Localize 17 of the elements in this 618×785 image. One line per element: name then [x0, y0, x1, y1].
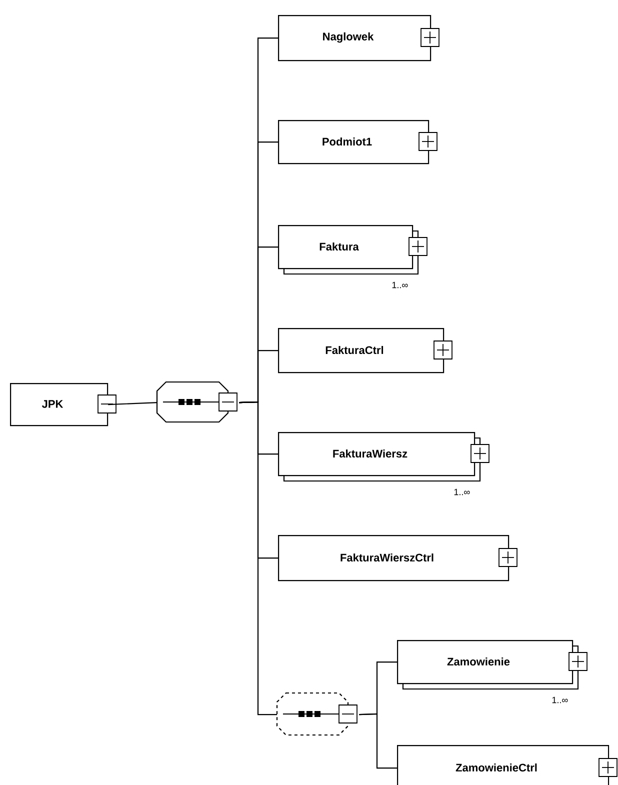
sequence-compositor	[156, 381, 238, 423]
sequence-compositor	[276, 692, 358, 736]
element-box: ZamowienieCtrl	[397, 745, 618, 785]
element-box: JPK	[10, 383, 116, 426]
connector-line	[108, 402, 158, 406]
connector-line	[359, 713, 397, 769]
element-box: FakturaWiersz	[278, 432, 490, 482]
connector-line	[239, 401, 277, 716]
element-box: Zamowienie	[397, 640, 588, 690]
element-box: Podmiot1	[278, 120, 438, 164]
element-box: FakturaCtrl	[278, 328, 452, 374]
multiplicity-label: 1..∞	[392, 282, 408, 288]
element-box: Faktura	[278, 225, 428, 275]
element-box: Naglowek	[278, 15, 440, 62]
multiplicity-label: 1..∞	[552, 696, 568, 704]
multiplicity-label: 1..∞	[454, 488, 470, 496]
element-box: FakturaWierszCtrl	[278, 535, 518, 582]
